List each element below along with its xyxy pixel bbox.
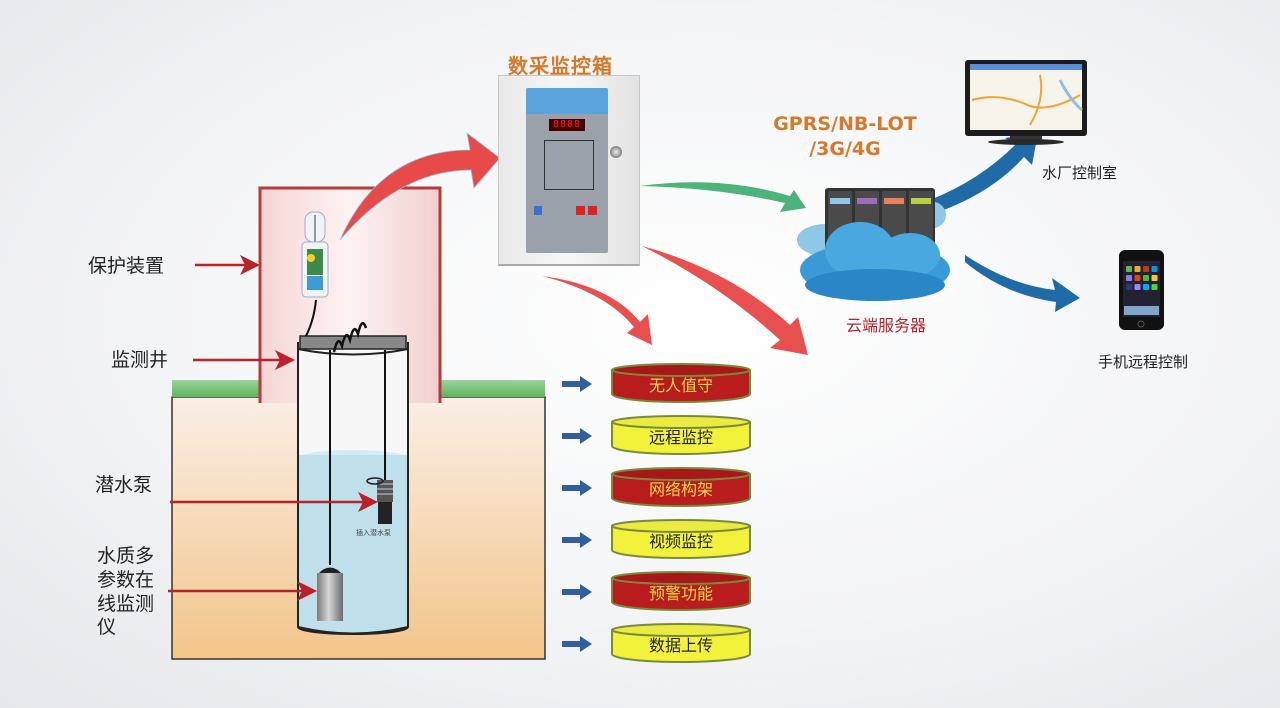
server-color-strip bbox=[911, 198, 931, 204]
arrow-cloud-to-control-room bbox=[930, 133, 1038, 215]
panel-diagram bbox=[544, 140, 594, 190]
phone-app-icon bbox=[1151, 275, 1158, 281]
led-display: 8888 bbox=[549, 119, 585, 131]
sensor-device bbox=[301, 211, 329, 298]
box-lock-icon bbox=[610, 146, 622, 158]
wq-label-line1: 水质多 bbox=[97, 545, 155, 567]
network-label: GPRS/NB-LOT /3G/4G bbox=[760, 112, 930, 161]
feature-drum: 无人值守 bbox=[610, 362, 752, 404]
network-label-line2: /3G/4G bbox=[809, 137, 881, 160]
grass-right bbox=[440, 380, 545, 397]
phone-app-icon bbox=[1134, 266, 1141, 272]
cloud-server-label: 云端服务器 bbox=[846, 316, 927, 335]
phone-app-icon bbox=[1126, 284, 1132, 290]
right-arrow-icon bbox=[562, 584, 592, 600]
feature-item: 预警功能 bbox=[560, 570, 760, 614]
wq-label-line4: 仪 bbox=[97, 616, 117, 639]
control-panel: 8888 bbox=[526, 88, 608, 253]
feature-drum: 视频监控 bbox=[610, 518, 752, 560]
phone-app-icon bbox=[1143, 266, 1149, 272]
pump-tag: 插入潜水泵 bbox=[356, 529, 391, 537]
control-box-title: 数采监控箱 bbox=[508, 54, 613, 78]
control-room-monitor bbox=[965, 60, 1087, 145]
arrow-box-to-features bbox=[542, 276, 652, 345]
arrow-box-to-cloud-red bbox=[642, 246, 808, 355]
phone-app-icon bbox=[1134, 275, 1141, 281]
water-quality-sensor bbox=[317, 567, 343, 621]
feature-label: 预警功能 bbox=[648, 584, 713, 603]
network-label-line1: GPRS/NB-LOT bbox=[773, 113, 917, 135]
feature-item: 数据上传 bbox=[560, 622, 760, 666]
right-arrow-icon bbox=[562, 532, 592, 548]
phone-app-icon bbox=[1126, 266, 1132, 272]
grass-left bbox=[172, 380, 262, 397]
phone-app-icon bbox=[1134, 284, 1141, 290]
phone-app-icon bbox=[1151, 266, 1158, 272]
cloud-server-graphic bbox=[797, 188, 950, 301]
right-arrow-icon bbox=[562, 376, 592, 392]
wq-label-line2: 参数在 bbox=[97, 568, 155, 591]
phone-app-icon bbox=[1126, 275, 1132, 281]
wq-label-line3: 线监测 bbox=[97, 592, 155, 615]
feature-label: 视频监控 bbox=[648, 532, 713, 551]
feature-item: 远程监控 bbox=[560, 414, 760, 458]
arrow-cloud-to-mobile bbox=[965, 255, 1080, 312]
arrow-sensor-to-box bbox=[339, 132, 501, 241]
submersible-pump bbox=[366, 477, 393, 524]
phone-app-icon bbox=[1143, 275, 1149, 281]
feature-label: 远程监控 bbox=[648, 428, 713, 447]
control-room-label: 水厂控制室 bbox=[1042, 164, 1118, 182]
mobile-control-label: 手机远程控制 bbox=[1098, 353, 1189, 371]
right-arrow-icon bbox=[562, 480, 592, 496]
feature-label: 网络构架 bbox=[648, 480, 713, 499]
monitoring-well-label: 监测井 bbox=[111, 349, 169, 371]
right-arrow-icon bbox=[562, 428, 592, 444]
panel-header bbox=[526, 88, 608, 114]
monitoring-well bbox=[297, 299, 409, 635]
feature-label: 数据上传 bbox=[648, 636, 713, 655]
feature-drum: 数据上传 bbox=[610, 622, 752, 664]
feature-drum: 网络构架 bbox=[610, 466, 752, 508]
feature-drum: 预警功能 bbox=[610, 570, 752, 612]
right-arrow-icon bbox=[562, 636, 592, 652]
server-color-strip bbox=[830, 198, 850, 204]
panel-button-red-2 bbox=[588, 206, 597, 215]
arrow-box-to-cloud-green bbox=[640, 182, 806, 212]
feature-label: 无人值守 bbox=[648, 376, 713, 395]
protection-device-label: 保护装置 bbox=[88, 255, 165, 277]
panel-button-red-1 bbox=[576, 206, 585, 215]
panel-button-blue bbox=[534, 206, 542, 215]
server-color-strip bbox=[884, 198, 904, 204]
feature-item: 无人值守 bbox=[560, 362, 760, 406]
feature-item: 视频监控 bbox=[560, 518, 760, 562]
submersible-pump-label: 潜水泵 bbox=[95, 474, 153, 496]
mobile-phone bbox=[1119, 250, 1164, 330]
phone-app-icon bbox=[1151, 284, 1158, 290]
server-color-strip bbox=[857, 198, 877, 204]
feature-list: 无人值守 远程监控 网络构架 视频监控 预警功能 数据上传 bbox=[560, 362, 760, 663]
water-quality-monitor-label: 水质多 参数在 线监测 仪 bbox=[97, 545, 154, 640]
phone-app-icon bbox=[1143, 284, 1149, 290]
phone-dock bbox=[1124, 306, 1159, 315]
feature-item: 网络构架 bbox=[560, 466, 760, 510]
feature-drum: 远程监控 bbox=[610, 414, 752, 456]
control-box: 8888 bbox=[498, 75, 640, 266]
